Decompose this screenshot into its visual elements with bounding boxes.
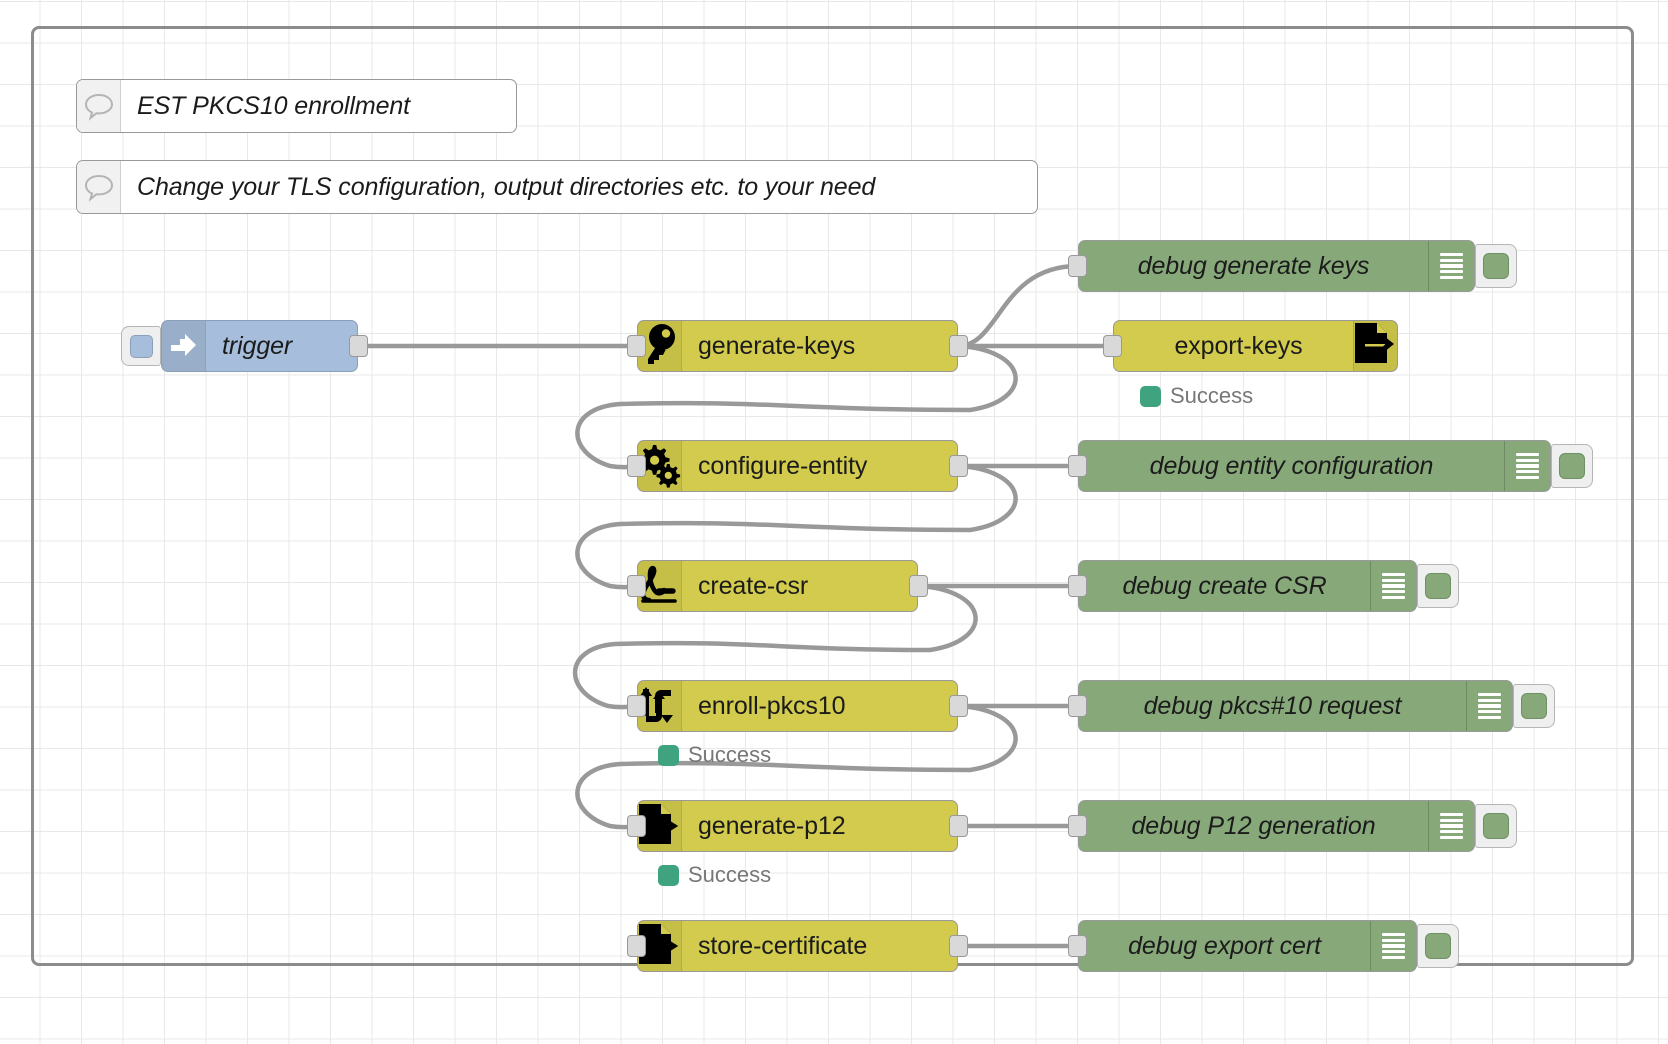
debug-toggle-button[interactable] — [1475, 244, 1517, 288]
output-port[interactable] — [949, 815, 968, 837]
node-debug-p12-generation[interactable]: debug P12 generation — [1068, 800, 1517, 852]
output-port[interactable] — [909, 575, 928, 597]
input-port[interactable] — [627, 575, 646, 597]
comment-node-est-pkcs10[interactable]: EST PKCS10 enrollment — [76, 79, 517, 133]
debug-toggle-swatch — [1559, 453, 1585, 479]
node-debug-generate-keys[interactable]: debug generate keys — [1068, 240, 1517, 292]
status-text: Success — [688, 862, 772, 887]
output-port[interactable] — [949, 335, 968, 357]
debug-bars-icon — [1428, 241, 1474, 291]
node-export-keys[interactable]: export-keys — [1103, 320, 1398, 372]
node-label-debug-generate-keys: debug generate keys — [1137, 251, 1370, 280]
status-generate-p12: Success — [658, 862, 771, 888]
debug-toggle-swatch — [1521, 693, 1547, 719]
debug-bars-icon — [1466, 681, 1512, 731]
node-label-debug-pkcs10-request: debug pkcs#10 request — [1143, 691, 1402, 720]
node-label-generate-keys: generate-keys — [698, 331, 856, 360]
debug-toggle-swatch — [1425, 573, 1451, 599]
debug-toggle-button[interactable] — [1513, 684, 1555, 728]
status-dot — [658, 864, 679, 886]
node-label-debug-create-csr: debug create CSR — [1122, 571, 1327, 600]
output-port[interactable] — [949, 455, 968, 477]
debug-toggle-swatch — [1483, 813, 1509, 839]
debug-bars-icon — [1504, 441, 1550, 491]
inject-trigger-button[interactable] — [121, 326, 161, 366]
node-create-csr[interactable]: create-csr — [627, 560, 928, 612]
input-port[interactable] — [627, 815, 646, 837]
node-label-store-certificate: store-certificate — [698, 931, 868, 960]
input-port[interactable] — [1103, 335, 1122, 357]
input-port[interactable] — [1068, 815, 1087, 837]
node-debug-entity-configuration[interactable]: debug entity configuration — [1068, 440, 1593, 492]
node-generate-p12[interactable]: generate-p12 — [627, 800, 968, 852]
input-port[interactable] — [1068, 695, 1087, 717]
node-label-debug-p12-generation: debug P12 generation — [1131, 811, 1376, 840]
debug-toggle-swatch — [1483, 253, 1509, 279]
node-label-debug-entity-configuration: debug entity configuration — [1149, 451, 1434, 480]
comment-icon — [77, 80, 121, 132]
debug-bars-icon — [1370, 561, 1416, 611]
comment-icon — [77, 161, 121, 213]
input-port[interactable] — [627, 455, 646, 477]
status-text: Success — [1170, 383, 1254, 408]
debug-toggle-button[interactable] — [1551, 444, 1593, 488]
node-debug-export-cert[interactable]: debug export cert — [1068, 920, 1459, 972]
status-enroll-pkcs10: Success — [658, 742, 771, 768]
output-port[interactable] — [349, 335, 368, 357]
debug-toggle-swatch — [1425, 933, 1451, 959]
comment-node-tls-hint[interactable]: Change your TLS configuration, output di… — [76, 160, 1038, 214]
file-export-icon — [1353, 321, 1397, 371]
output-port[interactable] — [949, 935, 968, 957]
status-export-keys: Success — [1140, 383, 1253, 409]
input-port[interactable] — [627, 935, 646, 957]
debug-bars-icon — [1370, 921, 1416, 971]
node-trigger[interactable]: trigger — [121, 320, 368, 372]
node-label-enroll-pkcs10: enroll-pkcs10 — [698, 691, 846, 720]
debug-toggle-button[interactable] — [1417, 924, 1459, 968]
node-debug-pkcs10-request[interactable]: debug pkcs#10 request — [1068, 680, 1555, 732]
node-label-debug-export-cert: debug export cert — [1128, 931, 1321, 960]
inject-button-swatch — [129, 334, 153, 358]
node-label-generate-p12: generate-p12 — [698, 811, 846, 840]
node-label-configure-entity: configure-entity — [698, 451, 868, 480]
wire-generate-keys-to-debug — [955, 263, 1081, 349]
debug-toggle-button[interactable] — [1417, 564, 1459, 608]
node-label-create-csr: create-csr — [698, 571, 809, 600]
status-dot — [658, 744, 679, 766]
inject-arrow-icon — [162, 321, 206, 371]
output-port[interactable] — [949, 695, 968, 717]
node-label-trigger: trigger — [222, 331, 293, 360]
input-port[interactable] — [627, 695, 646, 717]
comment-label: EST PKCS10 enrollment — [137, 91, 411, 120]
gears-icon — [638, 441, 682, 491]
node-label-export-keys: export-keys — [1174, 331, 1303, 360]
node-enroll-pkcs10[interactable]: enroll-pkcs10 — [627, 680, 968, 732]
input-port[interactable] — [1068, 935, 1087, 957]
node-generate-keys[interactable]: generate-keys — [627, 320, 968, 372]
node-store-certificate[interactable]: store-certificate — [627, 920, 968, 972]
debug-bars-icon — [1428, 801, 1474, 851]
input-port[interactable] — [1068, 455, 1087, 477]
comment-label: Change your TLS configuration, output di… — [137, 172, 876, 201]
input-port[interactable] — [1068, 575, 1087, 597]
status-text: Success — [688, 742, 772, 767]
node-configure-entity[interactable]: configure-entity — [627, 440, 968, 492]
node-debug-create-csr[interactable]: debug create CSR — [1068, 560, 1459, 612]
input-port[interactable] — [1068, 255, 1087, 277]
status-dot — [1140, 385, 1161, 407]
debug-toggle-button[interactable] — [1475, 804, 1517, 848]
input-port[interactable] — [627, 335, 646, 357]
